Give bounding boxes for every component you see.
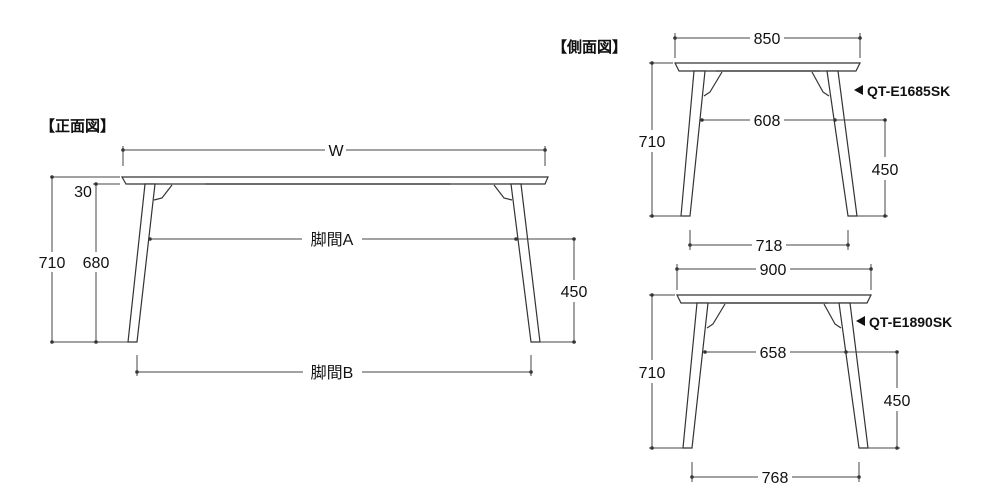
side-legs-1685 xyxy=(680,70,858,217)
front-right-leg xyxy=(493,183,541,343)
leg-inner-label-1890: 658 xyxy=(760,345,787,362)
rail-height-dimension-1890: 450 xyxy=(868,350,910,450)
width-dimension: W xyxy=(121,143,547,166)
leg-inner-dimension-1685: 608 xyxy=(700,113,886,130)
height-label-1685: 710 xyxy=(639,134,666,151)
depth-dimension-1890: 900 xyxy=(675,262,873,290)
leg-outer-label-1890: 768 xyxy=(762,470,789,487)
depth-label-1685: 850 xyxy=(754,31,781,48)
leg-inner-label-1685: 608 xyxy=(754,113,781,130)
side-view-1685: 850 710 608 xyxy=(639,31,951,255)
arrow-left-icon xyxy=(854,85,863,95)
leg-span-a-dimension: 脚間A xyxy=(148,231,574,249)
model-label-1890: QT-E1890SK xyxy=(856,314,952,330)
side-legs-1890 xyxy=(682,302,869,449)
width-label: W xyxy=(328,143,344,160)
leg-span-b-dimension: 脚間B xyxy=(135,355,533,382)
leg-height-dimension: 30 680 xyxy=(74,182,120,344)
side-view-1890: 900 710 658 xyxy=(639,262,953,487)
model-label-1685: QT-E1685SK xyxy=(854,83,950,99)
total-height-label: 710 xyxy=(39,255,66,272)
rail-height-dimension-1685: 450 xyxy=(857,118,898,218)
leg-outer-label-1685: 718 xyxy=(756,238,783,255)
front-view-title: 【正面図】 xyxy=(40,117,115,135)
side-view-title: 【側面図】 xyxy=(552,38,627,56)
rail-height-label-1890: 450 xyxy=(884,393,911,410)
top-thickness-label: 30 xyxy=(74,184,92,201)
height-dimension-1685: 710 xyxy=(639,61,681,218)
front-rail-height-label: 450 xyxy=(561,284,588,301)
front-table-top xyxy=(120,176,549,185)
total-height-dimension: 710 xyxy=(39,175,128,344)
leg-span-a-label: 脚間A xyxy=(311,231,354,249)
front-view: 【正面図】 W xyxy=(39,117,588,382)
front-rail-height-dimension: 450 xyxy=(540,237,587,344)
leg-span-b-label: 脚間B xyxy=(311,364,354,382)
depth-dimension-1685: 850 xyxy=(673,31,862,58)
model-name-1890: QT-E1890SK xyxy=(869,314,952,330)
leg-outer-dimension-1890: 768 xyxy=(690,462,861,487)
leg-inner-dimension-1890: 658 xyxy=(703,345,898,362)
height-label-1890: 710 xyxy=(639,365,666,382)
depth-label-1890: 900 xyxy=(760,262,787,279)
leg-height-label: 680 xyxy=(83,255,110,272)
arrow-left-icon xyxy=(856,316,865,326)
side-table-top-1685 xyxy=(674,62,861,72)
height-dimension-1890: 710 xyxy=(639,293,683,450)
front-left-leg xyxy=(127,183,173,343)
model-name-1685: QT-E1685SK xyxy=(867,83,950,99)
rail-height-label-1685: 450 xyxy=(872,162,899,179)
side-table-top-1890 xyxy=(676,294,872,304)
leg-outer-dimension-1685: 718 xyxy=(688,230,850,255)
